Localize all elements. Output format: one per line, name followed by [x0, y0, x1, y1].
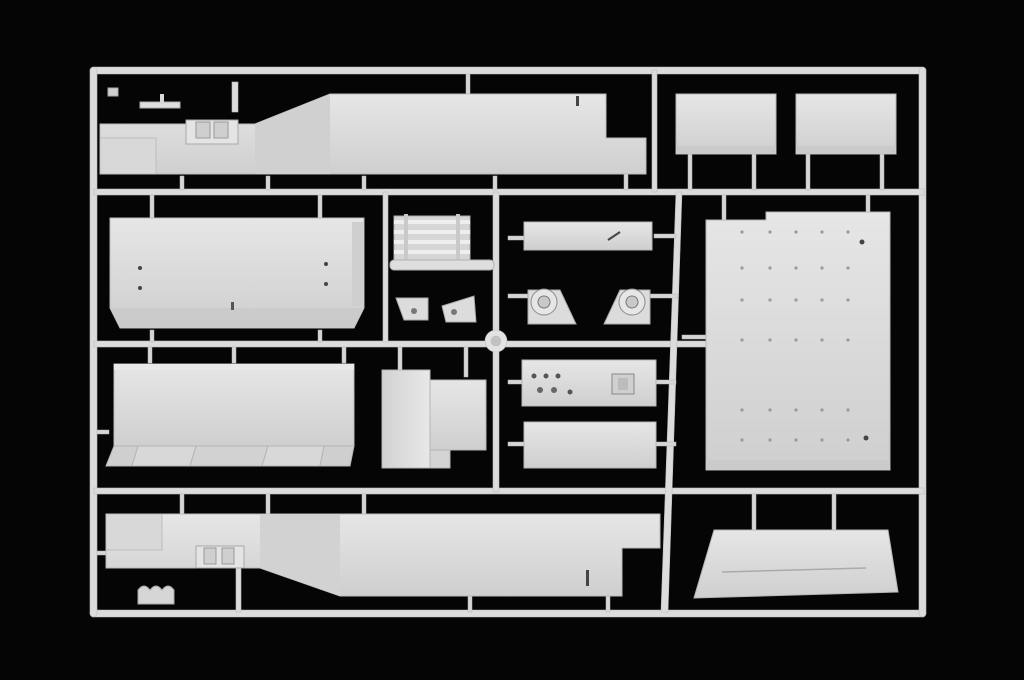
runner-v-left	[382, 191, 389, 343]
part-armor-box-upper	[109, 217, 365, 329]
part-large-plate	[705, 211, 891, 471]
frame-right-rail	[918, 66, 927, 618]
runner-v-top	[651, 69, 658, 193]
frame-top-rail	[89, 66, 927, 75]
part-detail-plate	[521, 359, 657, 407]
frame-bottom-rail	[89, 609, 927, 618]
part-hatch-panels	[675, 93, 897, 155]
part-stepped-block	[381, 369, 487, 469]
part-plain-plate	[523, 421, 657, 469]
part-bar	[523, 221, 653, 251]
part-armor-box-lower	[105, 363, 355, 467]
part-brackets-small	[395, 295, 477, 323]
runner-h-3	[93, 487, 925, 495]
part-wedge	[693, 529, 899, 599]
part-wheel-mounts	[527, 288, 651, 325]
part-hull-side-lower	[105, 513, 661, 605]
runner-stub-top	[231, 81, 239, 113]
sprue-id-tab	[107, 87, 119, 97]
sprue-frame	[89, 66, 927, 618]
runner-hub-inner	[490, 335, 502, 347]
part-hull-side-upper	[99, 93, 647, 175]
runner-h-2	[93, 340, 707, 348]
part-grille	[389, 214, 495, 271]
runner-h-1	[93, 188, 925, 196]
